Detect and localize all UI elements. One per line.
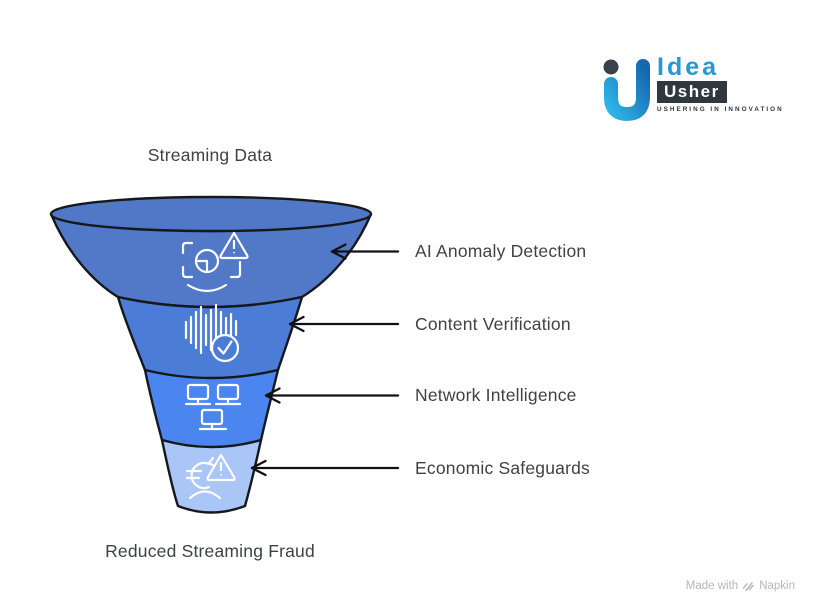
callout-arrows	[250, 243, 400, 477]
idea-usher-logo-text: Idea Usher USHERING IN INNOVATION	[657, 53, 784, 113]
funnel-input-label: Streaming Data	[147, 145, 273, 165]
currency-warning-icon	[185, 453, 236, 500]
arrow-stage-4	[250, 459, 400, 477]
network-workstations-icon	[184, 383, 242, 431]
face-scan-warning-icon	[181, 231, 249, 293]
logo-idea-text: Idea	[657, 53, 720, 81]
watermark-prefix: Made with	[685, 580, 739, 592]
stage-label-content-verification: Content Verification	[415, 314, 571, 334]
stage-label-economic-safeguards: Economic Safeguards	[415, 458, 591, 478]
arrow-stage-1	[330, 243, 400, 260]
funnel-top-opening	[49, 195, 373, 233]
logo-tagline: USHERING IN INNOVATION	[657, 106, 784, 113]
logo-usher-text: Usher	[657, 81, 727, 103]
funnel-stages	[49, 195, 373, 514]
waveform-check-icon	[184, 303, 240, 363]
arrow-stage-2	[288, 315, 400, 333]
idea-usher-logo: Idea Usher USHERING IN INNOVATION	[600, 53, 784, 124]
funnel-output-label: Reduced Streaming Fraud	[105, 541, 315, 561]
funnel-stage-3-shape	[143, 368, 280, 449]
napkin-logo-icon	[742, 582, 754, 592]
napkin-watermark: Made with Napkin	[686, 580, 795, 592]
arrow-stage-3	[264, 387, 400, 404]
stage-label-network-intelligence: Network Intelligence	[415, 385, 577, 405]
watermark-brand: Napkin	[759, 580, 795, 592]
stage-label-ai-anomaly-detection: AI Anomaly Detection	[415, 241, 587, 261]
idea-usher-mark-icon	[603, 59, 650, 122]
funnel-stage-4-shape	[160, 438, 263, 514]
